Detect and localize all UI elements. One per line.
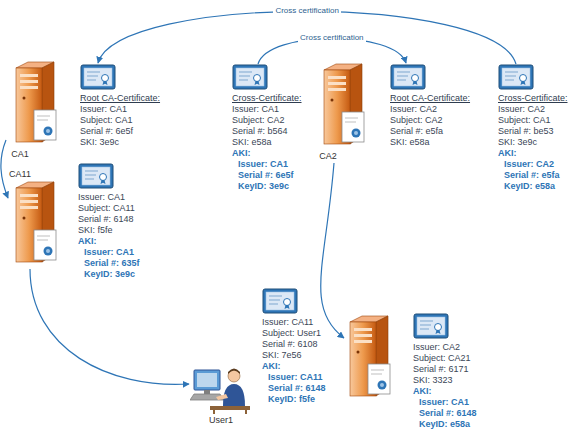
certificate-icon: [80, 64, 116, 91]
certificate-field: SKI: 7e56: [262, 350, 326, 361]
certificate-fields: Root CA-Certificate:Issuer: CA2Subject: …: [390, 93, 470, 148]
certificate-field: Issuer: CA1: [78, 192, 140, 203]
aki-field: AKI:: [78, 236, 140, 247]
certificate-heading: Root CA-Certificate:: [390, 93, 470, 104]
certificate-heading: Cross-Certificate:: [498, 93, 568, 104]
aki-field: Serial #: 6148: [413, 408, 477, 419]
certificate-fields: Issuer: CA11Subject: User1Serial #: 6108…: [262, 317, 326, 405]
certificate-field: Subject: User1: [262, 328, 326, 339]
aki-field: AKI:: [498, 148, 568, 159]
aki-field: Serial #: 6e5f: [232, 170, 302, 181]
server-icon: [6, 60, 62, 148]
connector: [30, 269, 189, 384]
certificate-icon: [413, 313, 449, 340]
certificate: Root CA-Certificate:Issuer: CA2Subject: …: [390, 64, 470, 148]
certificate-field: Serial #: 6148: [78, 214, 140, 225]
certificate-field: Subject: CA1: [80, 115, 160, 126]
certificate-field: Subject: CA21: [413, 353, 477, 364]
certificate-field: Subject: CA2: [390, 115, 470, 126]
node-label: CA11: [0, 168, 42, 180]
certificate-field: Issuer: CA2: [498, 104, 568, 115]
certificate-field: Subject: CA1: [498, 115, 568, 126]
aki-field: Issuer: CA1: [232, 159, 302, 170]
certificate-heading: Root CA-Certificate:: [80, 93, 160, 104]
certificate-icon: [78, 163, 114, 190]
certificate-field: Serial #: 6e5f: [80, 126, 160, 137]
certificate-field: Issuer: CA1: [232, 104, 302, 115]
aki-field: Issuer: CA2: [498, 159, 568, 170]
aki-field: KeyID: f5fe: [262, 394, 326, 405]
aki-field: Serial #: 6148: [262, 383, 326, 394]
node-label: CA2: [306, 150, 350, 162]
certificate-fields: Cross-Certificate:Issuer: CA2Subject: CA…: [498, 93, 568, 192]
certificate-field: Serial #: e5fa: [390, 126, 470, 137]
aki-field: KeyID: e58a: [413, 419, 477, 430]
certificate: Cross-Certificate:Issuer: CA1Subject: CA…: [232, 64, 302, 192]
certificate-field: SKI: e58a: [232, 137, 302, 148]
aki-field: AKI:: [232, 148, 302, 159]
certificate-field: Subject: CA11: [78, 203, 140, 214]
certificate-field: Serial #: 6171: [413, 364, 477, 375]
server-icon: [314, 62, 370, 150]
aki-field: AKI:: [262, 361, 326, 372]
aki-field: Issuer: CA1: [413, 397, 477, 408]
certificate: Issuer: CA1Subject: CA11Serial #: 6148SK…: [78, 163, 140, 280]
certificate-field: Serial #: be53: [498, 126, 568, 137]
certificate-field: Serial #: 6108: [262, 339, 326, 350]
aki-field: Issuer: CA11: [262, 372, 326, 383]
certificate-fields: Issuer: CA2Subject: CA21Serial #: 6171SK…: [413, 342, 477, 430]
server-icon: [340, 314, 396, 402]
certificate: Root CA-Certificate:Issuer: CA1Subject: …: [80, 64, 160, 148]
aki-field: Serial #: 635f: [78, 258, 140, 269]
aki-field: Issuer: CA1: [78, 247, 140, 258]
certificate-field: SKI: 3e9c: [498, 137, 568, 148]
ca-server: CA2: [314, 62, 370, 162]
certificate-field: Issuer: CA2: [390, 104, 470, 115]
connector: [321, 163, 344, 338]
certificate-icon: [498, 64, 534, 91]
certificate-field: SKI: e58a: [390, 137, 470, 148]
certificate: Issuer: CA2Subject: CA21Serial #: 6171SK…: [413, 313, 477, 430]
node-label: CA1: [0, 148, 42, 160]
ca-server: CA1: [6, 60, 62, 160]
certificate-icon: [262, 288, 298, 315]
aki-field: Serial #: e5fa: [498, 170, 568, 181]
certificate: Cross-Certificate:Issuer: CA2Subject: CA…: [498, 64, 568, 192]
server-icon: [6, 180, 62, 268]
certificate-field: SKI: f5fe: [78, 225, 140, 236]
user-workstation: User1: [190, 366, 252, 426]
aki-field: AKI:: [413, 386, 477, 397]
certificate-field: SKI: 3e9c: [80, 137, 160, 148]
edge-label: Cross certification: [273, 6, 341, 16]
ca-server: [340, 314, 396, 402]
connector: [98, 11, 516, 64]
user-computer-icon: [190, 366, 252, 414]
aki-field: KeyID: 3e9c: [232, 181, 302, 192]
certificate-icon: [390, 64, 426, 91]
certificate-heading: Cross-Certificate:: [232, 93, 302, 104]
certificate-field: Subject: CA2: [232, 115, 302, 126]
certificate-fields: Cross-Certificate:Issuer: CA1Subject: CA…: [232, 93, 302, 192]
edge-label: Cross certification: [298, 33, 366, 43]
certificate: Issuer: CA11Subject: User1Serial #: 6108…: [262, 288, 326, 405]
aki-field: KeyID: e58a: [498, 181, 568, 192]
certificate-field: Issuer: CA1: [80, 104, 160, 115]
ca-server: CA11: [6, 168, 62, 268]
node-label: User1: [190, 414, 252, 426]
aki-field: KeyID: 3e9c: [78, 269, 140, 280]
certificate-icon: [232, 64, 268, 91]
connector: [1, 140, 8, 198]
certificate-field: Serial #: b564: [232, 126, 302, 137]
certificate-fields: Root CA-Certificate:Issuer: CA1Subject: …: [80, 93, 160, 148]
certificate-field: Issuer: CA2: [413, 342, 477, 353]
certificate-fields: Issuer: CA1Subject: CA11Serial #: 6148SK…: [78, 192, 140, 280]
certificate-field: Issuer: CA11: [262, 317, 326, 328]
certificate-field: SKI: 3323: [413, 375, 477, 386]
